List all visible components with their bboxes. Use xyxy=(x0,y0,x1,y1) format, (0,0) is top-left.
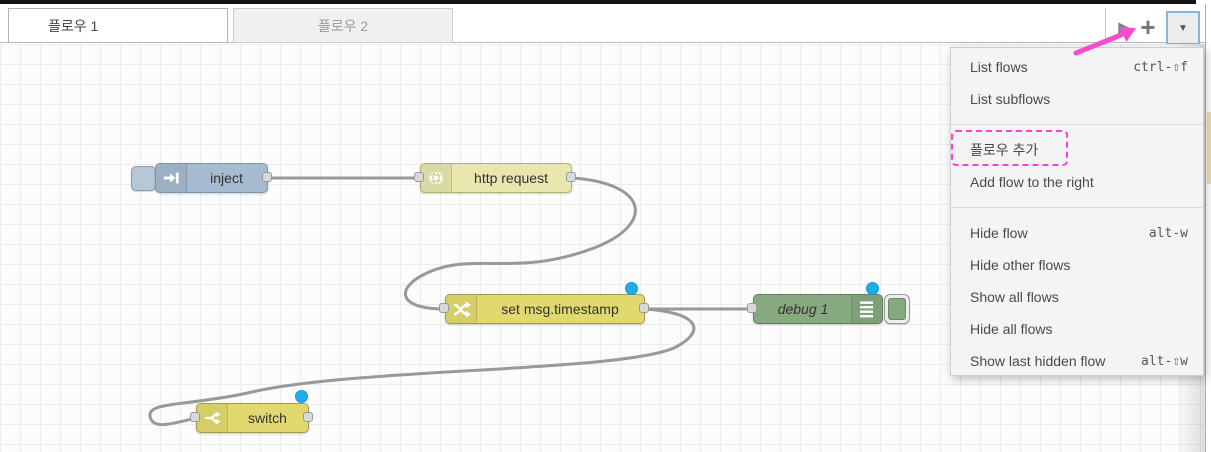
menu-item-list-subflows[interactable]: List subflows xyxy=(951,83,1203,115)
wire-change-to-switch[interactable] xyxy=(148,307,696,426)
tab-flow-2[interactable]: 플로우 2 xyxy=(233,8,453,43)
menu-item-show-last-hidden-flow[interactable]: Show last hidden flow alt-⇧w xyxy=(951,345,1203,377)
changed-indicator xyxy=(625,282,638,295)
switch-output-port[interactable] xyxy=(303,412,313,422)
node-change[interactable]: set msg.timestamp xyxy=(445,294,645,324)
http-input-port[interactable] xyxy=(414,172,424,182)
inject-output-port[interactable] xyxy=(262,172,272,182)
http-output-port[interactable] xyxy=(566,172,576,182)
menu-item-add-flow-right[interactable]: Add flow to the right xyxy=(951,166,1203,198)
inject-icon xyxy=(156,164,187,192)
menu-item-hide-flow[interactable]: Hide flow alt-w xyxy=(951,217,1203,249)
node-inject[interactable]: inject xyxy=(155,163,268,193)
tab-flow-1-label: 플로우 1 xyxy=(48,17,99,34)
debug-icon xyxy=(851,295,882,323)
menu-item-label: Show all flows xyxy=(970,289,1059,305)
sidebar-edge-fragment xyxy=(1207,112,1211,184)
header-bar xyxy=(0,0,1196,4)
sidebar-border xyxy=(1205,4,1206,452)
menu-separator xyxy=(951,124,1203,125)
shuffle-icon-glyph xyxy=(453,300,471,318)
menu-item-shortcut: alt-w xyxy=(1148,225,1188,241)
inject-trigger-button[interactable] xyxy=(131,166,156,191)
debug-toggle-state xyxy=(888,298,906,320)
right-gutter xyxy=(1206,4,1211,452)
flow-menu-dropdown: List flows ctrl-⇧f List subflows 플로우 추가 … xyxy=(950,47,1204,376)
debug-toggle-button[interactable] xyxy=(884,294,910,324)
node-http-request[interactable]: http request xyxy=(420,163,572,193)
flow-menu-list: List flows ctrl-⇧f List subflows 플로우 추가 … xyxy=(951,51,1203,377)
menu-item-label: Hide flow xyxy=(970,225,1028,241)
menu-item-show-all-flows[interactable]: Show all flows xyxy=(951,281,1203,313)
tab-flow-1[interactable]: 플로우 1 xyxy=(8,8,228,43)
shuffle-icon xyxy=(446,295,477,323)
node-label: set msg.timestamp xyxy=(501,301,619,317)
wire-http-to-change[interactable] xyxy=(403,176,637,311)
tab-flow-2-label: 플로우 2 xyxy=(317,17,369,34)
menu-item-shortcut: ctrl-⇧f xyxy=(1133,59,1188,75)
node-label: switch xyxy=(248,410,287,426)
fork-icon xyxy=(197,404,228,432)
node-switch[interactable]: switch xyxy=(196,403,309,433)
change-output-port[interactable] xyxy=(639,303,649,313)
flow-tab-bar: 플로우 1 플로우 2 ▶ + ▼ xyxy=(0,4,1205,47)
changed-indicator xyxy=(295,390,308,403)
toolbar-separator xyxy=(1105,8,1106,47)
menu-item-hide-all-flows[interactable]: Hide all flows xyxy=(951,313,1203,345)
switch-input-port[interactable] xyxy=(190,412,200,422)
menu-item-list-flows[interactable]: List flows ctrl-⇧f xyxy=(951,51,1203,83)
changed-indicator xyxy=(866,282,879,295)
node-debug[interactable]: debug 1 xyxy=(753,294,883,324)
globe-icon-glyph xyxy=(429,170,443,186)
node-label: http request xyxy=(474,170,548,186)
globe-icon xyxy=(421,164,452,192)
arrow-in-icon xyxy=(163,172,179,184)
node-label: inject xyxy=(210,170,243,186)
change-input-port[interactable] xyxy=(439,303,449,313)
menu-item-label: List flows xyxy=(970,59,1028,75)
menu-separator xyxy=(951,207,1203,208)
menu-item-label: Hide all flows xyxy=(970,321,1053,337)
menu-item-shortcut: alt-⇧w xyxy=(1141,353,1188,369)
debug-input-port[interactable] xyxy=(747,303,757,313)
add-flow-button[interactable]: + xyxy=(1135,10,1161,44)
chevron-down-icon: ▼ xyxy=(1178,22,1188,34)
node-label: debug 1 xyxy=(777,301,829,317)
menu-item-label: 플로우 추가 xyxy=(970,142,1039,158)
menu-item-add-flow[interactable]: 플로우 추가 xyxy=(951,134,1203,166)
menu-item-label: Add flow to the right xyxy=(970,174,1094,190)
menu-item-label: Show last hidden flow xyxy=(970,353,1106,369)
fork-icon-glyph xyxy=(204,411,221,425)
menu-item-hide-other-flows[interactable]: Hide other flows xyxy=(951,249,1203,281)
menu-item-label: Hide other flows xyxy=(970,257,1071,273)
menu-item-label: List subflows xyxy=(970,91,1051,107)
plus-icon: + xyxy=(1140,11,1156,42)
list-bars-icon xyxy=(860,301,873,318)
